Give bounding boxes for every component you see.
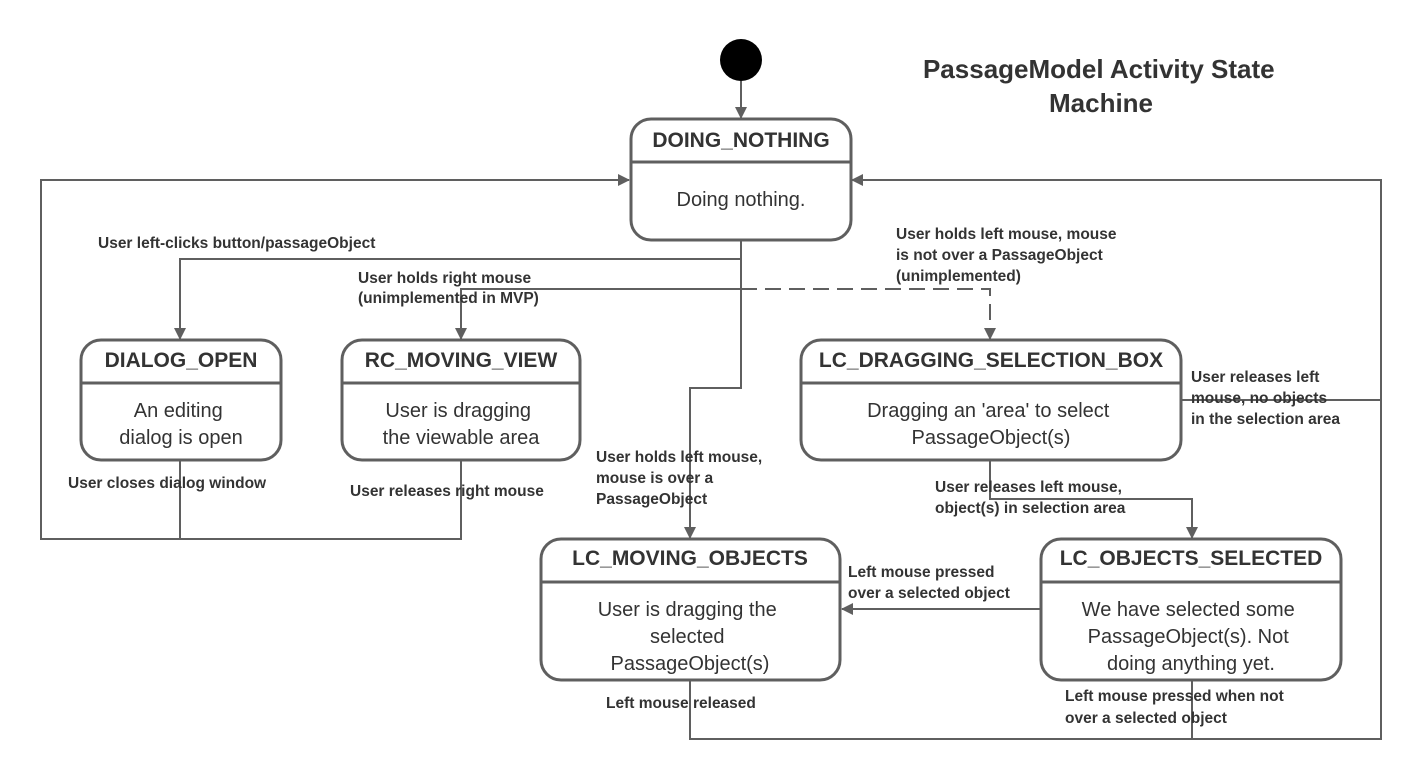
edge-lc-moving-objects-to-doing-nothing: [689, 400, 1382, 740]
state-name: LC_OBJECTS_SELECTED: [1060, 547, 1323, 570]
state-description: Dragging an 'area' to select PassageObje…: [867, 400, 1115, 449]
state-name: RC_MOVING_VIEW: [365, 349, 558, 372]
state-rc-moving-view: RC_MOVING_VIEW User is dragging the view…: [340, 338, 582, 462]
transition-label-release-no-objects: User releases left mouse, no objects in …: [1191, 369, 1340, 428]
transition-label-pressed-not-over-selected: Left mouse pressed when not over a selec…: [1065, 688, 1288, 727]
title-line-1: PassageModel Activity State: [923, 54, 1275, 84]
state-lc-moving-objects: LC_MOVING_OBJECTS User is dragging the s…: [539, 537, 842, 682]
transition-label-pressed-over-selected: Left mouse pressed over a selected objec…: [848, 564, 1010, 602]
transition-label-close-dialog: User closes dialog window: [68, 475, 267, 492]
transition-label-left-released: Left mouse released: [606, 695, 756, 712]
state-name: DIALOG_OPEN: [105, 349, 258, 372]
edge-lc-dragging-selection-box-to-lc-objects-selected: [989, 460, 1198, 539]
state-description: An editing dialog is open: [119, 400, 242, 449]
transition-label-hold-left-over: User holds left mouse, mouse is over a P…: [596, 449, 767, 508]
edge-doing-nothing-to-lc-moving-objects: [684, 289, 742, 539]
state-description: We have selected some PassageObject(s). …: [1082, 599, 1301, 675]
transition-label-release-right: User releases right mouse: [350, 483, 544, 500]
transition-label-left-click-button: User left-clicks button/passageObject: [98, 235, 375, 252]
edge-lc-dragging-selection-box-to-doing-nothing: [851, 174, 1382, 401]
title-line-2: Machine: [1049, 88, 1153, 118]
state-doing-nothing: DOING_NOTHING Doing nothing.: [629, 117, 853, 242]
state-description: Doing nothing.: [677, 189, 806, 211]
edge-rc-moving-view-to-doing-nothing: [180, 460, 462, 540]
state-name: DOING_NOTHING: [652, 129, 829, 152]
state-name: LC_DRAGGING_SELECTION_BOX: [819, 349, 1163, 372]
state-name: LC_MOVING_OBJECTS: [572, 547, 808, 570]
edge-doing-nothing-to-lc-dragging-selection-box: [741, 288, 996, 340]
state-description: User is dragging the selected PassageObj…: [598, 599, 783, 675]
state-description: User is dragging the viewable area: [383, 400, 541, 449]
diagram-title: PassageModel Activity State Machine: [923, 54, 1279, 118]
edge-doing-nothing-to-rc-moving-view: [455, 259, 742, 340]
transition-edges: [40, 81, 1382, 740]
transition-label-hold-left-not-over: User holds left mouse, mouse is not over…: [896, 226, 1121, 285]
state-dialog-open: DIALOG_OPEN An editing dialog is open: [79, 338, 283, 462]
initial-state-dot: [720, 39, 762, 81]
state-lc-objects-selected: LC_OBJECTS_SELECTED We have selected som…: [1039, 537, 1343, 682]
transition-label-hold-right-mouse: User holds right mouse (unimplemented in…: [358, 270, 539, 307]
transition-label-release-with-objects: User releases left mouse, object(s) in s…: [935, 479, 1126, 517]
edge-dialog-open-to-doing-nothing: [40, 174, 630, 540]
state-lc-dragging-selection-box: LC_DRAGGING_SELECTION_BOX Dragging an 'a…: [799, 338, 1183, 462]
edge-doing-nothing-to-dialog-open: [174, 240, 742, 340]
